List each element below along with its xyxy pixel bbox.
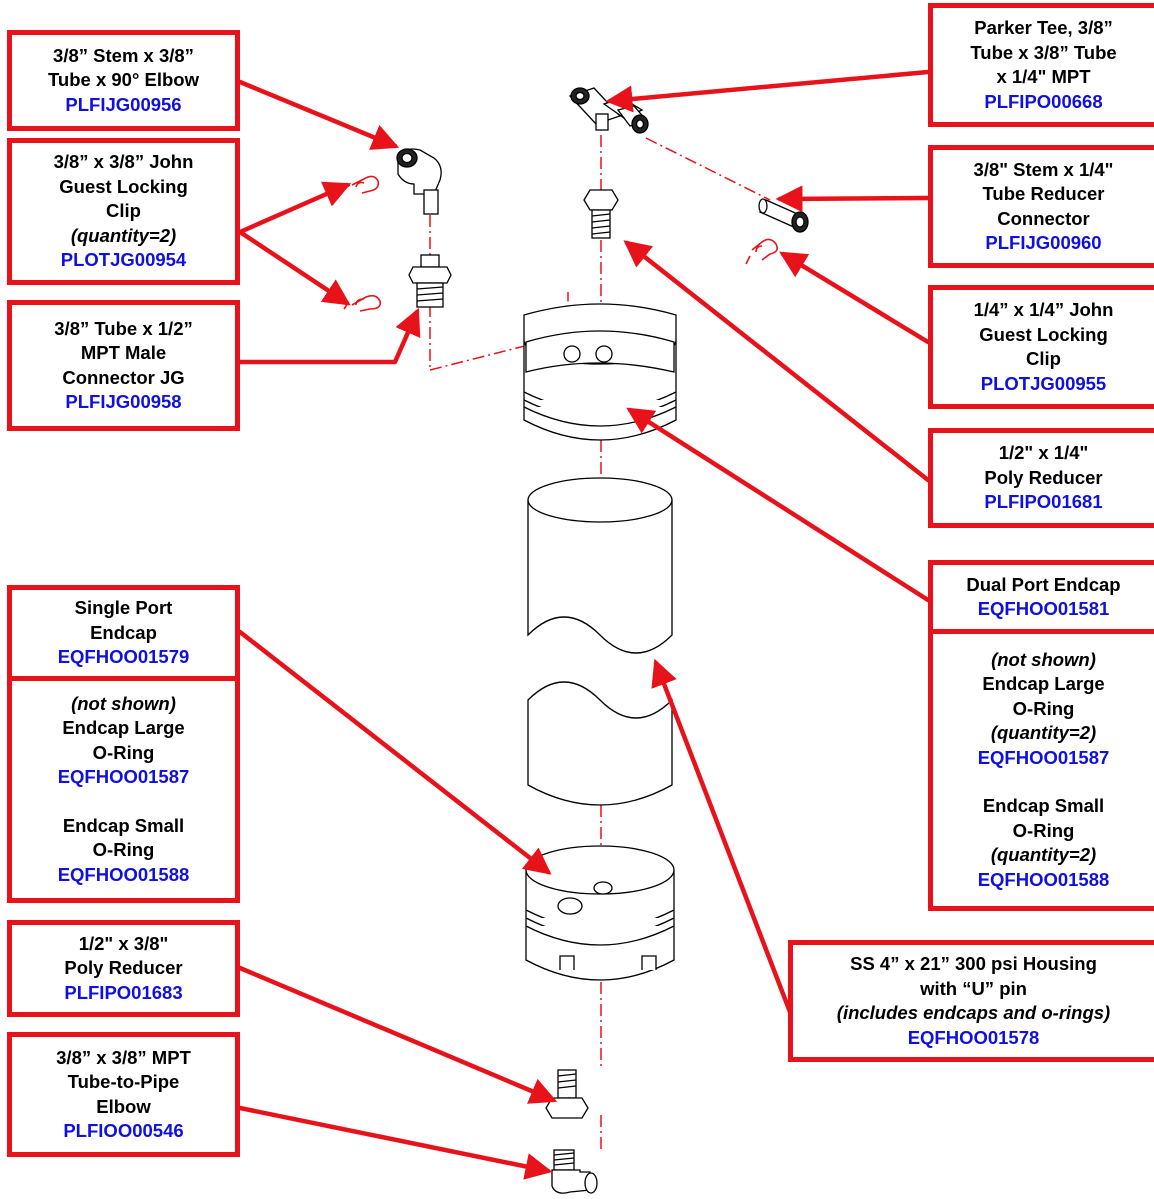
callout-text: MPT Male (80, 342, 167, 363)
callout-text: Single Port (74, 597, 173, 619)
not-shown-note: (not shown) (991, 648, 1096, 670)
callout-text: Parker Tee, 3/8” (974, 17, 1113, 38)
quantity-note: (quantity=2) (990, 844, 1097, 866)
callout-text: Elbow (96, 1095, 151, 1117)
callout-text: Endcap Small (62, 814, 185, 836)
part-number: PLOTJG00955 (980, 372, 1107, 394)
poly-reducer-38-part (545, 1069, 589, 1119)
callout-single-orings: (not shown) Endcap Large O-Ring EQFHOO01… (7, 678, 240, 903)
callout-text: Poly Reducer (984, 466, 1103, 488)
callout-text: 3/8" Stem x 1/4" (973, 158, 1114, 180)
part-number: EQFHOO01587 (977, 746, 1110, 768)
part-number: PLFIOO00546 (63, 1120, 184, 1141)
callout-text: Endcap (90, 621, 157, 643)
callout-text: Tube Reducer (982, 183, 1105, 204)
callout-jg-clip-14: 1/4” x 1/4” John Guest Locking Clip PLOT… (928, 285, 1154, 409)
callout-text: 1/2" x 3/8" (78, 932, 169, 954)
callout-text: Connector JG (62, 366, 185, 388)
callout-text: Clip (106, 200, 141, 222)
callout-text: O-Ring (1012, 819, 1075, 841)
part-number: PLFIPO01681 (984, 491, 1103, 513)
callout-text: Tube x 90° Elbow (48, 69, 199, 91)
not-shown-note: (not shown) (71, 692, 176, 714)
callout-text: SS 4” x 21” 300 psi Housing (850, 953, 1097, 974)
part-number: PLFIJG00960 (985, 232, 1102, 253)
callout-housing: SS 4” x 21” 300 psi Housing with “U” pin… (788, 940, 1154, 1062)
callout-elbow-90: 3/8” Stem x 3/8” Tube x 90° Elbow PLFIJG… (7, 30, 240, 131)
part-number: PLFIPO01683 (64, 981, 183, 1003)
dual-port-endcap-part (523, 303, 677, 441)
callout-text: 3/8” Stem x 3/8” (53, 44, 194, 66)
callout-poly-reducer-38: 1/2" x 3/8" Poly Reducer PLFIPO01683 (7, 920, 240, 1017)
callout-text: Connector (997, 207, 1090, 229)
callout-text: Endcap Large (62, 717, 185, 739)
callout-text: Endcap Small (982, 795, 1105, 817)
elbow-90-part (396, 148, 442, 215)
part-number: EQFHOO01588 (977, 868, 1110, 890)
callout-pipe-elbow: 3/8” x 3/8” MPT Tube-to-Pipe Elbow PLFIO… (7, 1032, 240, 1157)
part-number: EQFHOO01581 (977, 598, 1110, 619)
callout-text: with “U” pin (920, 977, 1027, 999)
male-connector-part (408, 254, 452, 308)
callout-dual-port-endcap: Dual Port Endcap EQFHOO01581 (928, 560, 1154, 634)
quantity-note: (quantity=2) (990, 722, 1097, 744)
locking-clips (343, 175, 778, 312)
part-number: EQFHOO01578 (907, 1026, 1040, 1048)
callout-text: Tube x 3/8” Tube (970, 41, 1117, 63)
part-number: EQFHOO01579 (57, 646, 190, 668)
callout-text: 3/8” Tube x 1/2” (54, 317, 193, 339)
callout-text: Tube-to-Pipe (67, 1071, 180, 1092)
callout-text: O-Ring (1012, 697, 1075, 719)
callout-reducer-connector: 3/8" Stem x 1/4" Tube Reducer Connector … (928, 145, 1154, 268)
callout-text: Poly Reducer (64, 957, 183, 979)
part-number: EQFHOO01588 (57, 863, 190, 885)
pipe-elbow-part (551, 1149, 598, 1194)
part-number: PLFIJG00958 (65, 391, 182, 412)
part-number: PLOTJG00954 (60, 249, 187, 271)
callout-text: Endcap Large (982, 673, 1105, 695)
single-port-endcap-part (525, 845, 675, 981)
callout-text: O-Ring (92, 741, 155, 763)
reducer-connector-part (758, 198, 809, 233)
callout-text: Clip (1026, 348, 1061, 369)
callout-text: Guest Locking (979, 323, 1108, 345)
callout-jg-clip-38: 3/8” x 3/8” John Guest Locking Clip (qua… (7, 138, 240, 285)
callout-text: 3/8” x 3/8” MPT (56, 1046, 191, 1068)
center-lines (429, 135, 771, 1150)
callout-text: Dual Port Endcap (966, 573, 1121, 595)
callout-text: 3/8” x 3/8” John (53, 151, 194, 173)
parker-tee-part (568, 87, 649, 134)
includes-note: (includes endcaps and o-rings) (836, 1002, 1111, 1023)
housing-tube-part (527, 477, 673, 806)
part-number: PLFIJG00956 (65, 93, 182, 115)
callout-text: O-Ring (92, 839, 155, 861)
callout-poly-reducer-14: 1/2" x 1/4" Poly Reducer PLFIPO01681 (928, 428, 1154, 528)
leader-lines (237, 69, 931, 1180)
callout-text: Guest Locking (59, 175, 188, 197)
callout-dual-orings: (not shown) Endcap Large O-Ring (quantit… (928, 631, 1154, 911)
callout-text: 1/2" x 1/4" (998, 442, 1089, 464)
poly-reducer-14-part (583, 189, 619, 239)
part-number: EQFHOO01587 (57, 766, 190, 788)
part-number: PLFIPO00668 (984, 90, 1103, 112)
callout-single-port-endcap: Single Port Endcap EQFHOO01579 (7, 585, 240, 681)
callout-text: x 1/4" MPT (996, 66, 1091, 87)
quantity-note: (quantity=2) (70, 224, 177, 246)
callout-parker-tee: Parker Tee, 3/8” Tube x 3/8” Tube x 1/4"… (928, 3, 1154, 127)
callout-text: 1/4” x 1/4” John (973, 299, 1114, 320)
callout-male-connector: 3/8” Tube x 1/2” MPT Male Connector JG P… (7, 300, 240, 431)
